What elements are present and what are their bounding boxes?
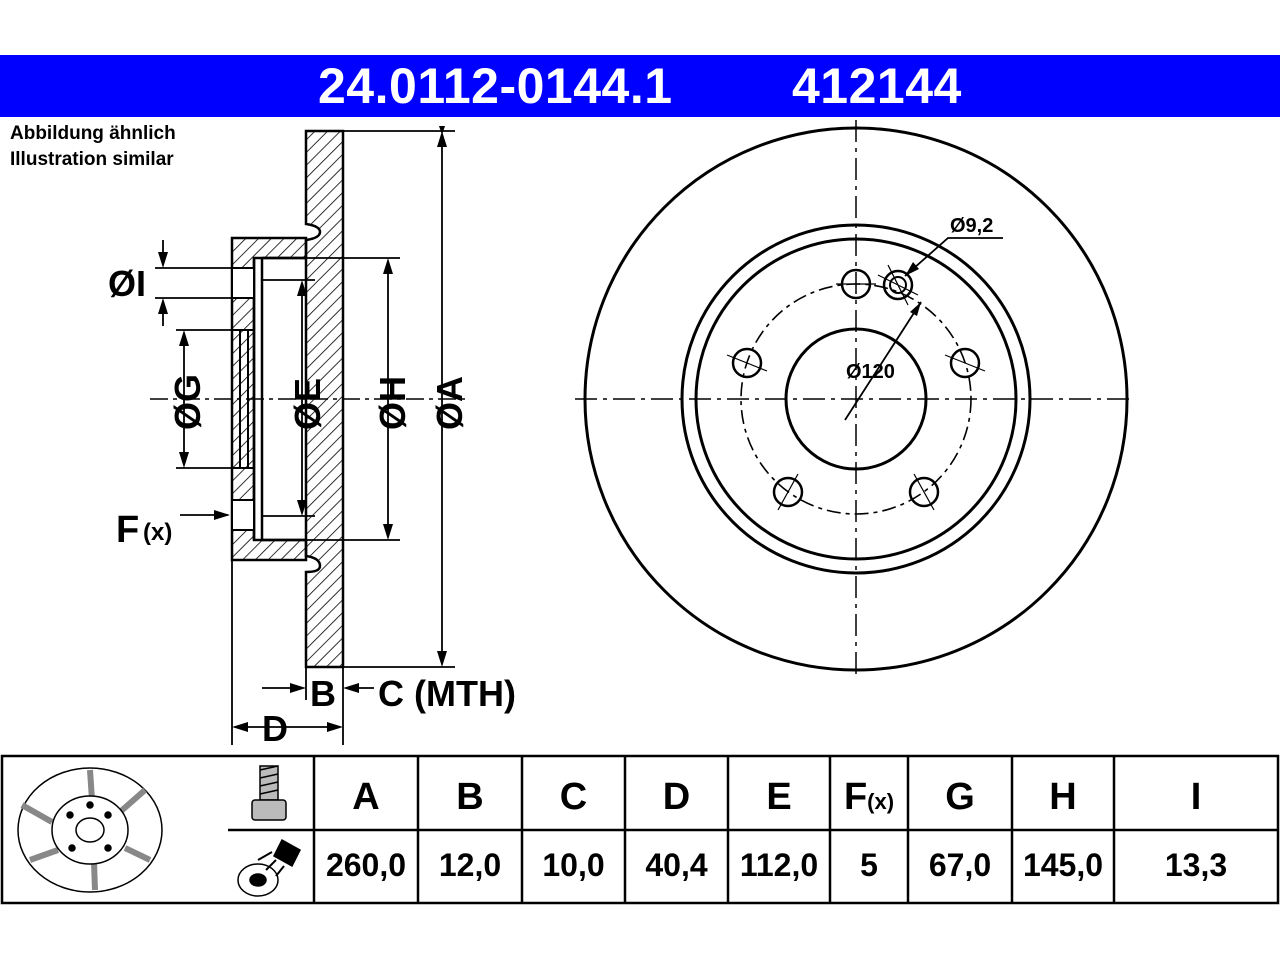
- table-value-c: 10,0: [542, 847, 605, 883]
- table-value-f: 5: [860, 847, 878, 883]
- table-value-h: 145,0: [1022, 847, 1104, 883]
- table-header-i: I: [1190, 776, 1202, 818]
- arrowheads: [158, 131, 447, 732]
- bolt-hole: [772, 476, 804, 508]
- leader-lines: [844, 237, 1003, 421]
- note-line-2: Illustration similar: [10, 149, 174, 170]
- bolt-hole: [731, 347, 763, 379]
- label-d: D: [262, 708, 288, 749]
- label-f-sub: (x): [143, 519, 172, 546]
- bolt-hole-crosshairs: [726, 264, 986, 511]
- table-header-b: B: [456, 776, 484, 818]
- front-centerlines: [575, 120, 1135, 680]
- label-dia-g: ØG: [167, 374, 208, 430]
- table-header-e: E: [766, 776, 792, 818]
- label-f: F: [116, 509, 139, 551]
- fluid-spray-icon: [234, 834, 312, 898]
- reference-number: 412144: [792, 58, 962, 114]
- bolt-hole: [908, 476, 940, 508]
- table-value-d: 40,4: [645, 847, 708, 883]
- table-value-g: 67,0: [928, 847, 992, 883]
- table-header-h: H: [1049, 776, 1077, 818]
- positioning-hole-inner: [889, 276, 907, 294]
- label-dia-e: ØE: [287, 378, 328, 430]
- part-number: 24.0112-0144.1: [318, 58, 673, 114]
- table-header-g: G: [945, 776, 975, 818]
- label-b: B: [310, 673, 336, 714]
- table-value-i: 13,3: [1164, 847, 1228, 883]
- table-header-a: A: [352, 776, 380, 818]
- table-header-c: C: [559, 776, 588, 818]
- label-c-mth: C (MTH): [378, 673, 516, 714]
- spec-table-grid: [0, 754, 1280, 905]
- positioning-hole: [882, 269, 914, 301]
- header-bar: [0, 55, 1280, 117]
- label-dia-a: ØA: [429, 376, 470, 430]
- table-header-d: D: [662, 776, 691, 818]
- label-dia-i: ØI: [108, 263, 146, 304]
- note-line-1: Abbildung ähnlich: [10, 123, 176, 144]
- label-pcd: Ø120: [846, 361, 895, 383]
- brake-disc-icon: [17, 767, 163, 893]
- table-header-f: F(x): [843, 776, 895, 818]
- table-value-a: 260,0: [325, 847, 407, 883]
- bolt-icon: [251, 765, 287, 821]
- table-value-b: 12,0: [438, 847, 502, 883]
- table-value-e: 112,0: [739, 847, 819, 883]
- label-bolt-hole: Ø9,2: [950, 215, 993, 237]
- label-dia-h: ØH: [372, 376, 413, 430]
- bolt-hole: [949, 347, 981, 379]
